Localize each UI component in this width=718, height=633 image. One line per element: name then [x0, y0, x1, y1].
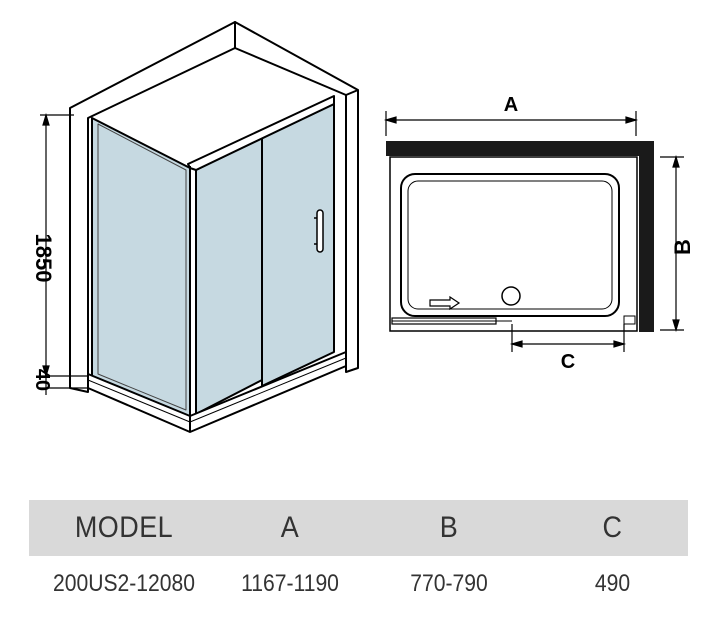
header-a: A: [280, 511, 300, 544]
back-wall-right: [234, 21, 359, 373]
plan-view: [386, 141, 654, 332]
plan-tray: [400, 173, 620, 317]
header-model: MODEL: [74, 511, 174, 544]
dimension-b-label: B: [670, 239, 695, 255]
enclosure-3d-view: [69, 21, 359, 433]
spec-table: MODEL A B C 200US2-12080 1167-1190 770-7…: [29, 500, 688, 612]
table-row: 200US2-12080 1167-1190 770-790 490: [29, 556, 688, 612]
drain-icon: [501, 286, 521, 306]
door-handle-icon: [314, 209, 324, 253]
dimension-a-label: A: [504, 94, 518, 116]
header-b: B: [439, 511, 459, 544]
table-header: MODEL A B C: [29, 500, 688, 556]
dimension-a: [383, 111, 639, 136]
cell-c: 490: [594, 570, 631, 597]
plan-back-wall: [386, 141, 654, 156]
side-glass-panel: [91, 117, 191, 419]
base-height-label: 40: [31, 369, 53, 391]
height-label: 1850: [31, 234, 56, 283]
cell-model: 200US2-12080: [52, 570, 196, 597]
cell-b: 770-790: [410, 570, 488, 597]
dimension-b: [660, 154, 684, 333]
front-fixed-glass: [195, 137, 263, 415]
shower-enclosure-diagram: 1850 40 A B: [31, 21, 695, 433]
dimension-c: [509, 324, 627, 352]
flow-arrow-icon: [429, 295, 461, 311]
plan-side-wall: [639, 141, 654, 332]
cell-a: 1167-1190: [241, 570, 339, 597]
height-dimension: [40, 112, 88, 395]
dimension-c-label: C: [561, 351, 575, 373]
header-c: C: [602, 511, 623, 544]
